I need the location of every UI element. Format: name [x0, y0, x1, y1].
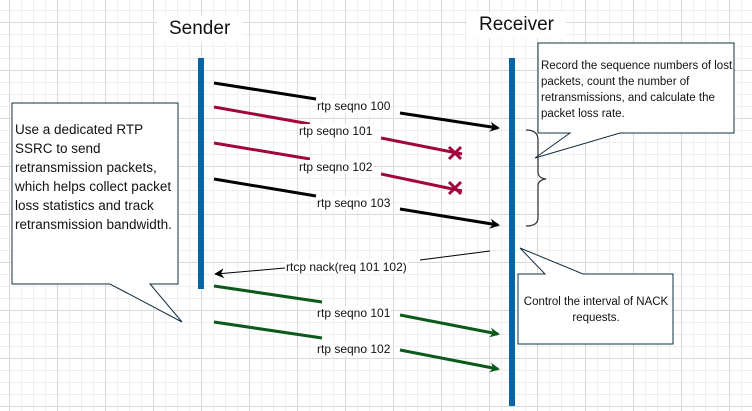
sender-lifeline	[198, 58, 204, 189]
nack-interval-note-text: Control the interval of NACK requests.	[523, 296, 669, 324]
sender-lifeline-lower	[198, 189, 204, 289]
message-label: rtp seqno 102	[298, 160, 374, 174]
nack-interval-note-callout	[517, 247, 674, 345]
nack-arrow	[216, 250, 491, 274]
message-label: rtp seqno 101	[298, 124, 374, 138]
message-label: rtp seqno 103	[316, 196, 392, 210]
message-label: rtp seqno 101	[316, 306, 392, 320]
lost-x-icon	[447, 180, 463, 196]
lost-packets-brace	[525, 129, 547, 227]
lost-x-icon	[447, 145, 463, 161]
sender-note-callout	[11, 102, 183, 323]
retransmit-arrow-102	[213, 320, 498, 369]
retransmit-arrow-101	[213, 284, 498, 334]
sender-title: Sender	[157, 16, 243, 42]
message-label: rtp seqno 100	[316, 99, 392, 113]
message-arrow-101-lost	[213, 105, 463, 156]
message-label: rtp seqno 102	[316, 342, 392, 356]
receiver-lifeline	[509, 58, 515, 406]
message-arrow-103	[213, 177, 498, 225]
receiver-record-note-text: Record the sequence numbers of lost pack…	[541, 60, 733, 120]
receiver-title: Receiver	[467, 12, 566, 38]
receiver-record-note-callout	[534, 42, 735, 159]
sender-note-text: Use a dedicated RTP SSRC to send retrans…	[15, 122, 172, 232]
message-arrow-102-lost	[213, 141, 463, 193]
message-arrow-100	[213, 81, 498, 128]
nack-label: rtcp nack(req 101 102)	[285, 260, 408, 274]
